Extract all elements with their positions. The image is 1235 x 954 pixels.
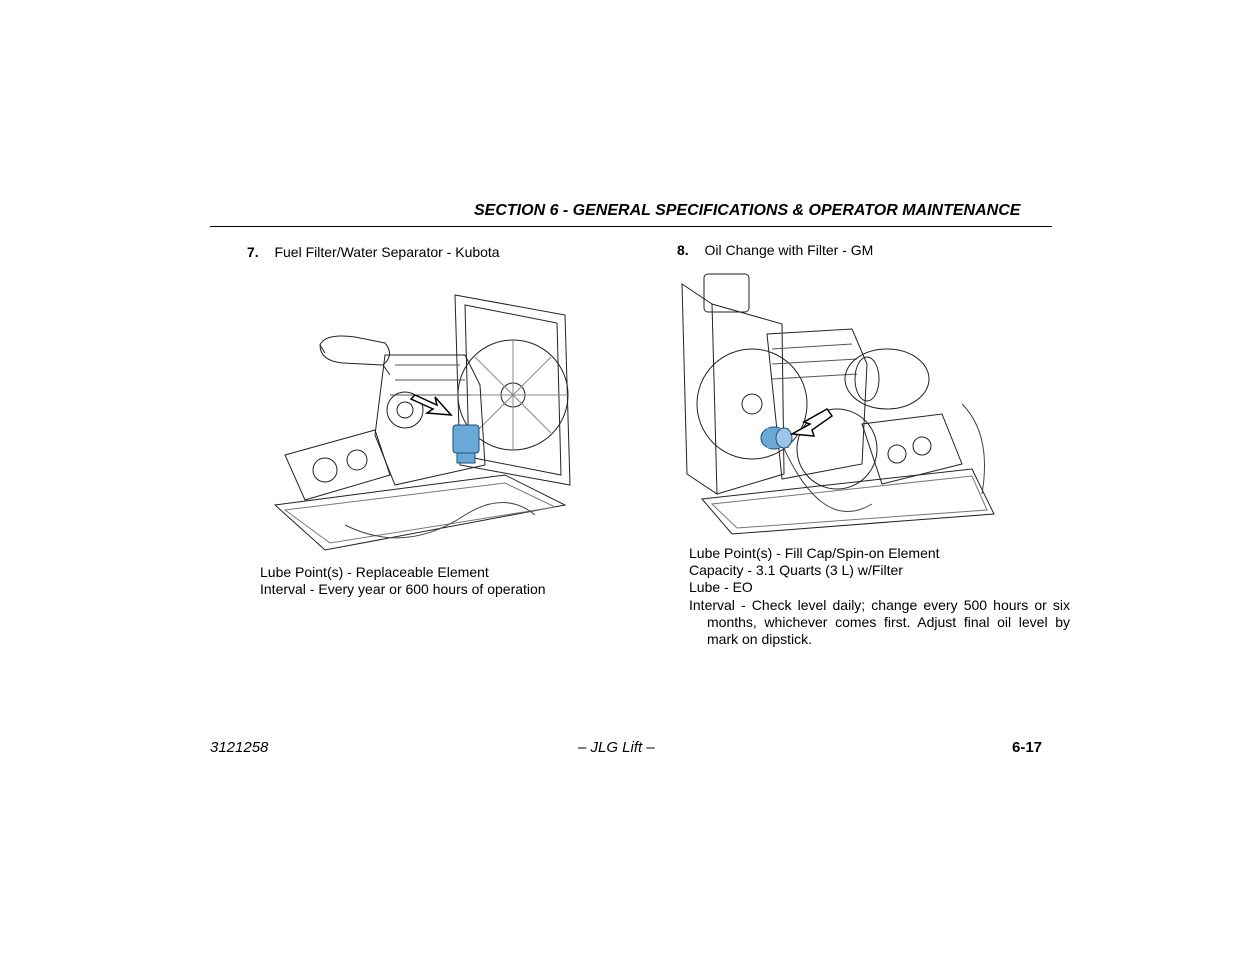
left-spec-line: Lube Point(s) - Replaceable Element bbox=[260, 564, 489, 580]
right-spec-line: Lube Point(s) - Fill Cap/Spin-on Element bbox=[689, 545, 940, 561]
step-8-title: Oil Change with Filter - GM bbox=[704, 242, 874, 258]
right-spec-line: Capacity - 3.1 Quarts (3 L) w/Filter bbox=[689, 562, 903, 578]
header-rule bbox=[210, 226, 1052, 227]
kubota-engine-figure bbox=[265, 285, 585, 555]
step-7-number: 7. bbox=[247, 244, 259, 260]
step-7: 7. Fuel Filter/Water Separator - Kubota bbox=[247, 244, 500, 260]
gm-engine-figure bbox=[672, 264, 1002, 539]
section-title: SECTION 6 - GENERAL SPECIFICATIONS & OPE… bbox=[474, 202, 1021, 219]
left-spec-line: Interval - Every year or 600 hours of op… bbox=[260, 581, 546, 597]
document-number: 3121258 bbox=[210, 739, 269, 756]
right-spec-line: Lube - EO bbox=[689, 579, 753, 595]
step-8-number: 8. bbox=[677, 242, 689, 258]
left-spec-list: Lube Point(s) - Replaceable Element Inte… bbox=[260, 564, 546, 598]
page-number: 6-17 bbox=[1012, 739, 1043, 756]
right-interval-text: Interval - Check level daily; change eve… bbox=[689, 597, 1070, 647]
footer-publisher: – JLG Lift – bbox=[578, 739, 655, 756]
right-spec-list: Lube Point(s) - Fill Cap/Spin-on Element… bbox=[689, 545, 940, 596]
step-8: 8. Oil Change with Filter - GM bbox=[677, 242, 873, 258]
step-7-title: Fuel Filter/Water Separator - Kubota bbox=[274, 244, 500, 260]
